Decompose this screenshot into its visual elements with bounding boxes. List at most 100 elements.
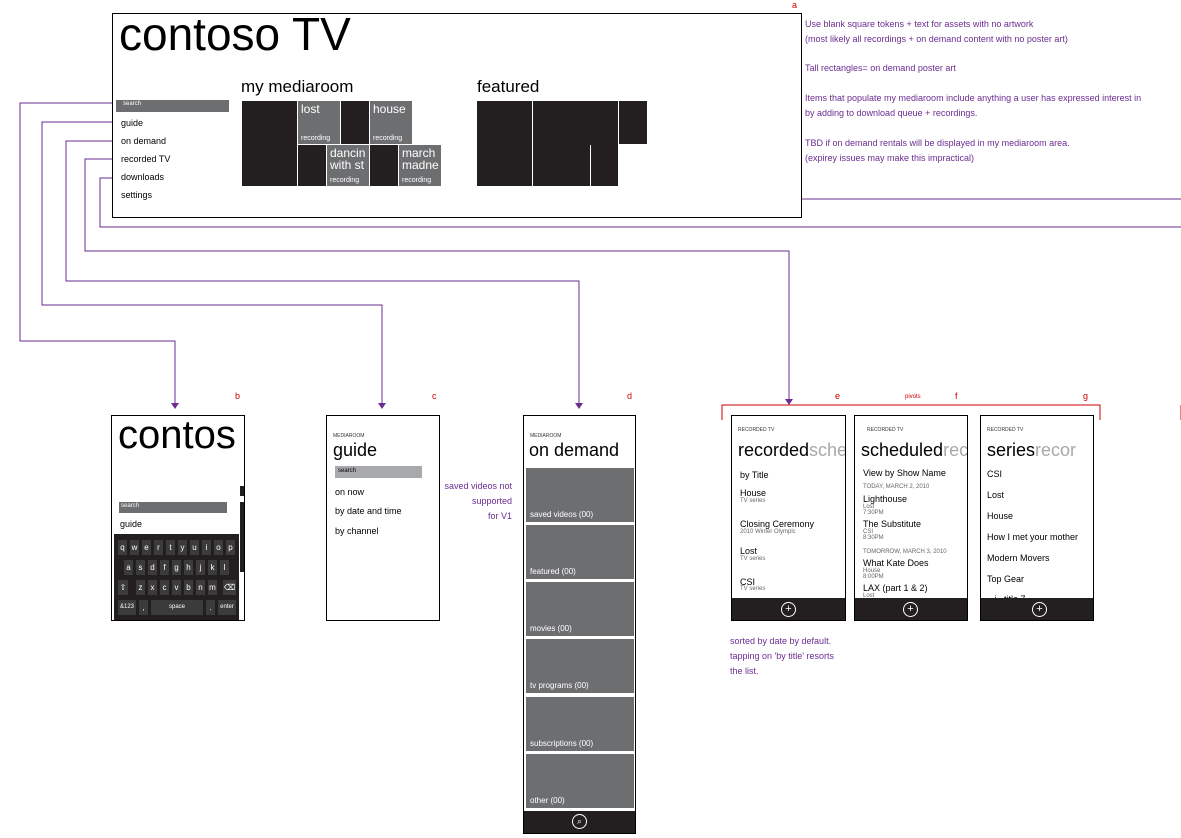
key-e[interactable]: e bbox=[142, 540, 151, 555]
menu-on-demand[interactable]: on demand bbox=[121, 136, 167, 146]
key-r[interactable]: r bbox=[154, 540, 163, 555]
space-key[interactable]: space bbox=[151, 600, 203, 615]
sort-by-show-name[interactable]: View by Show Name bbox=[863, 468, 946, 478]
tile-tv-programs[interactable]: tv programs (00) bbox=[526, 639, 634, 693]
search-input[interactable]: search bbox=[119, 502, 227, 513]
list-item-time: 7:30PM bbox=[863, 510, 884, 516]
list-item[interactable]: The Substitute bbox=[863, 519, 922, 529]
panel-f-scheduled: RECORDED TV scheduledrec View by Show Na… bbox=[854, 415, 968, 621]
key-m[interactable]: m bbox=[208, 580, 217, 595]
list-item[interactable]: CSI bbox=[987, 469, 1003, 479]
key-y[interactable]: y bbox=[178, 540, 187, 555]
menu-downloads[interactable]: downloads bbox=[121, 172, 165, 182]
tile-subscriptions[interactable]: subscriptions (00) bbox=[526, 697, 634, 751]
tile-other[interactable]: other (00) bbox=[526, 754, 634, 808]
key-s[interactable]: s bbox=[136, 560, 145, 575]
list-item[interactable]: Top Gear bbox=[987, 574, 1025, 584]
comma-key[interactable]: , bbox=[139, 600, 148, 615]
key-i[interactable]: i bbox=[202, 540, 211, 555]
list-item[interactable]: Lighthouse bbox=[863, 494, 908, 504]
mediaroom-poster[interactable] bbox=[370, 145, 398, 186]
numbers-key[interactable]: &123 bbox=[118, 600, 136, 615]
pivots-label: pivots bbox=[905, 394, 921, 400]
key-k[interactable]: k bbox=[208, 560, 217, 575]
mediaroom-poster[interactable] bbox=[242, 101, 297, 186]
tile-movies[interactable]: movies (00) bbox=[526, 582, 634, 636]
list-item[interactable]: Modern Movers bbox=[987, 553, 1050, 563]
menu-by-channel[interactable]: by channel bbox=[335, 526, 379, 536]
pivot-title[interactable]: recordedsche bbox=[738, 440, 846, 460]
search-label: search bbox=[123, 101, 142, 107]
key-f[interactable]: f bbox=[160, 560, 169, 575]
menu-by-date-and-time[interactable]: by date and time bbox=[335, 506, 402, 516]
key-c[interactable]: c bbox=[160, 580, 169, 595]
menu-recorded-tv[interactable]: recorded TV bbox=[121, 154, 171, 164]
search-box[interactable]: search bbox=[116, 100, 229, 112]
sort-by-title[interactable]: by Title bbox=[740, 470, 769, 480]
mediaroom-tile-march-madness[interactable]: march madne recording bbox=[399, 145, 441, 186]
list-item[interactable]: Lost bbox=[740, 546, 758, 556]
list-item[interactable]: LAX (part 1 & 2) bbox=[863, 583, 928, 593]
mediaroom-poster[interactable] bbox=[298, 145, 326, 186]
featured-poster[interactable] bbox=[533, 101, 618, 186]
tile-saved-videos[interactable]: saved videos (00) bbox=[526, 468, 634, 522]
list-item-sub: 2010 Winter Olympic bbox=[740, 529, 796, 535]
list-item[interactable]: Lost bbox=[987, 490, 1005, 500]
key-q[interactable]: q bbox=[118, 540, 127, 555]
key-b[interactable]: b bbox=[184, 580, 193, 595]
key-z[interactable]: z bbox=[136, 580, 145, 595]
list-item[interactable]: How I met your mother bbox=[987, 532, 1079, 542]
list-item-sub: TV series bbox=[740, 498, 766, 504]
shift-key[interactable]: ⇧ bbox=[118, 580, 128, 595]
list-item[interactable]: House bbox=[987, 511, 1014, 521]
menu-settings[interactable]: settings bbox=[121, 190, 153, 200]
mediaroom-tile-lost[interactable]: lost recording bbox=[298, 101, 340, 144]
menu-on-now[interactable]: on now bbox=[335, 487, 365, 497]
panel-letter-e: e bbox=[835, 391, 841, 401]
menu-guide[interactable]: guide bbox=[121, 118, 144, 128]
search-input[interactable]: search bbox=[335, 466, 422, 478]
add-icon[interactable]: + bbox=[781, 602, 796, 617]
list-item[interactable]: What Kate Does bbox=[863, 558, 929, 568]
key-a[interactable]: a bbox=[124, 560, 133, 575]
period-key[interactable]: . bbox=[206, 600, 215, 615]
enter-key[interactable]: enter bbox=[218, 600, 236, 615]
backspace-key[interactable]: ⌫ bbox=[223, 580, 236, 595]
featured-poster[interactable] bbox=[477, 101, 532, 186]
featured-title: featured bbox=[477, 77, 540, 96]
list-item-sub: TV series bbox=[740, 586, 766, 592]
list-item[interactable]: CSI bbox=[740, 577, 756, 587]
key-j[interactable]: j bbox=[196, 560, 205, 575]
key-l[interactable]: l bbox=[220, 560, 229, 575]
pivot-title[interactable]: seriesrecor bbox=[987, 440, 1077, 460]
featured-poster[interactable] bbox=[619, 101, 647, 144]
menu-guide[interactable]: guide bbox=[120, 519, 143, 529]
key-x[interactable]: x bbox=[148, 580, 157, 595]
list-item-time: 8:00PM bbox=[863, 574, 884, 580]
add-icon[interactable]: + bbox=[1032, 602, 1047, 617]
note-line-1: Use blank square tokens + text for asset… bbox=[805, 19, 1034, 29]
key-t[interactable]: t bbox=[166, 540, 175, 555]
key-p[interactable]: p bbox=[226, 540, 235, 555]
key-d[interactable]: d bbox=[148, 560, 157, 575]
tile-featured[interactable]: featured (00) bbox=[526, 525, 634, 579]
app-bar: + bbox=[732, 598, 845, 620]
key-w[interactable]: w bbox=[130, 540, 139, 555]
mediaroom-poster[interactable] bbox=[341, 101, 369, 144]
key-h[interactable]: h bbox=[184, 560, 193, 575]
add-icon[interactable]: + bbox=[903, 602, 918, 617]
key-v[interactable]: v bbox=[172, 580, 181, 595]
key-n[interactable]: n bbox=[196, 580, 205, 595]
list-item[interactable]: House bbox=[740, 488, 767, 498]
list-item[interactable]: Closing Ceremony bbox=[740, 519, 815, 529]
key-u[interactable]: u bbox=[190, 540, 199, 555]
pivot-title[interactable]: scheduledrec bbox=[861, 440, 968, 460]
search-icon[interactable]: ⌕ bbox=[572, 814, 587, 829]
note-sorted-1: sorted by date by default. bbox=[730, 636, 832, 646]
key-o[interactable]: o bbox=[214, 540, 223, 555]
key-g[interactable]: g bbox=[172, 560, 181, 575]
mediaroom-tile-house[interactable]: house recording bbox=[370, 101, 412, 144]
mediaroom-tile-dancing[interactable]: dancin with st recording bbox=[327, 145, 369, 186]
